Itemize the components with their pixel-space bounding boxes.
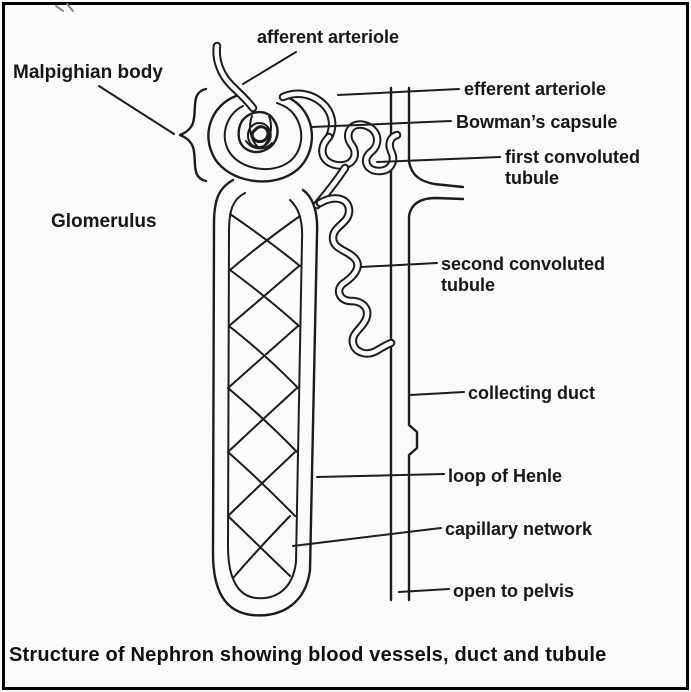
- bowmans-capsule-shape: [207, 93, 313, 183]
- label-second-convoluted-tubule: second convoluted tubule: [441, 254, 606, 296]
- capillary-network-shape: [227, 213, 301, 579]
- efferent-arteriole-shape: [278, 89, 337, 142]
- label-efferent-arteriole: efferent arteriole: [464, 79, 607, 99]
- leader-collecting-duct: [409, 391, 465, 396]
- label-first-convoluted-tubule: first convoluted tubule: [505, 147, 641, 189]
- loop-of-henle-shape: [211, 178, 319, 617]
- label-loop-of-henle: loop of Henle: [448, 466, 562, 486]
- figure-caption: Structure of Nephron showing blood vesse…: [9, 644, 607, 666]
- leader-first-convoluted-tubule: [376, 156, 501, 163]
- glomerulus-shape: [237, 110, 279, 154]
- label-bowmans-capsule: Bowman’s capsule: [456, 112, 618, 132]
- leader-loop-of-henle: [316, 473, 445, 478]
- label-glomerulus: Glomerulus: [51, 211, 157, 232]
- afferent-arteriole-shape: [212, 41, 258, 113]
- label-malpighian-body: Malpighian body: [13, 62, 163, 83]
- leader-bowmans-capsule: [311, 120, 452, 128]
- leader-capillary-network: [292, 527, 442, 547]
- leader-efferent-arteriole: [337, 88, 460, 96]
- first-convoluted-tubule-shape: [312, 120, 402, 210]
- malpighian-bracket: [178, 87, 208, 183]
- leader-second-convoluted-tubule: [360, 262, 438, 268]
- leader-open-to-pelvis: [398, 588, 450, 593]
- label-capillary-network: capillary network: [445, 519, 593, 539]
- leader-lines: [98, 51, 501, 593]
- leader-malpighian-body: [98, 85, 175, 135]
- label-collecting-duct: collecting duct: [468, 383, 596, 403]
- label-afferent-arteriole: afferent arteriole: [257, 27, 400, 47]
- scan-smudge: [55, 3, 74, 12]
- second-convoluted-tubule-shape: [315, 194, 396, 358]
- label-open-to-pelvis: open to pelvis: [453, 581, 575, 601]
- leader-afferent-arteriole: [242, 51, 297, 85]
